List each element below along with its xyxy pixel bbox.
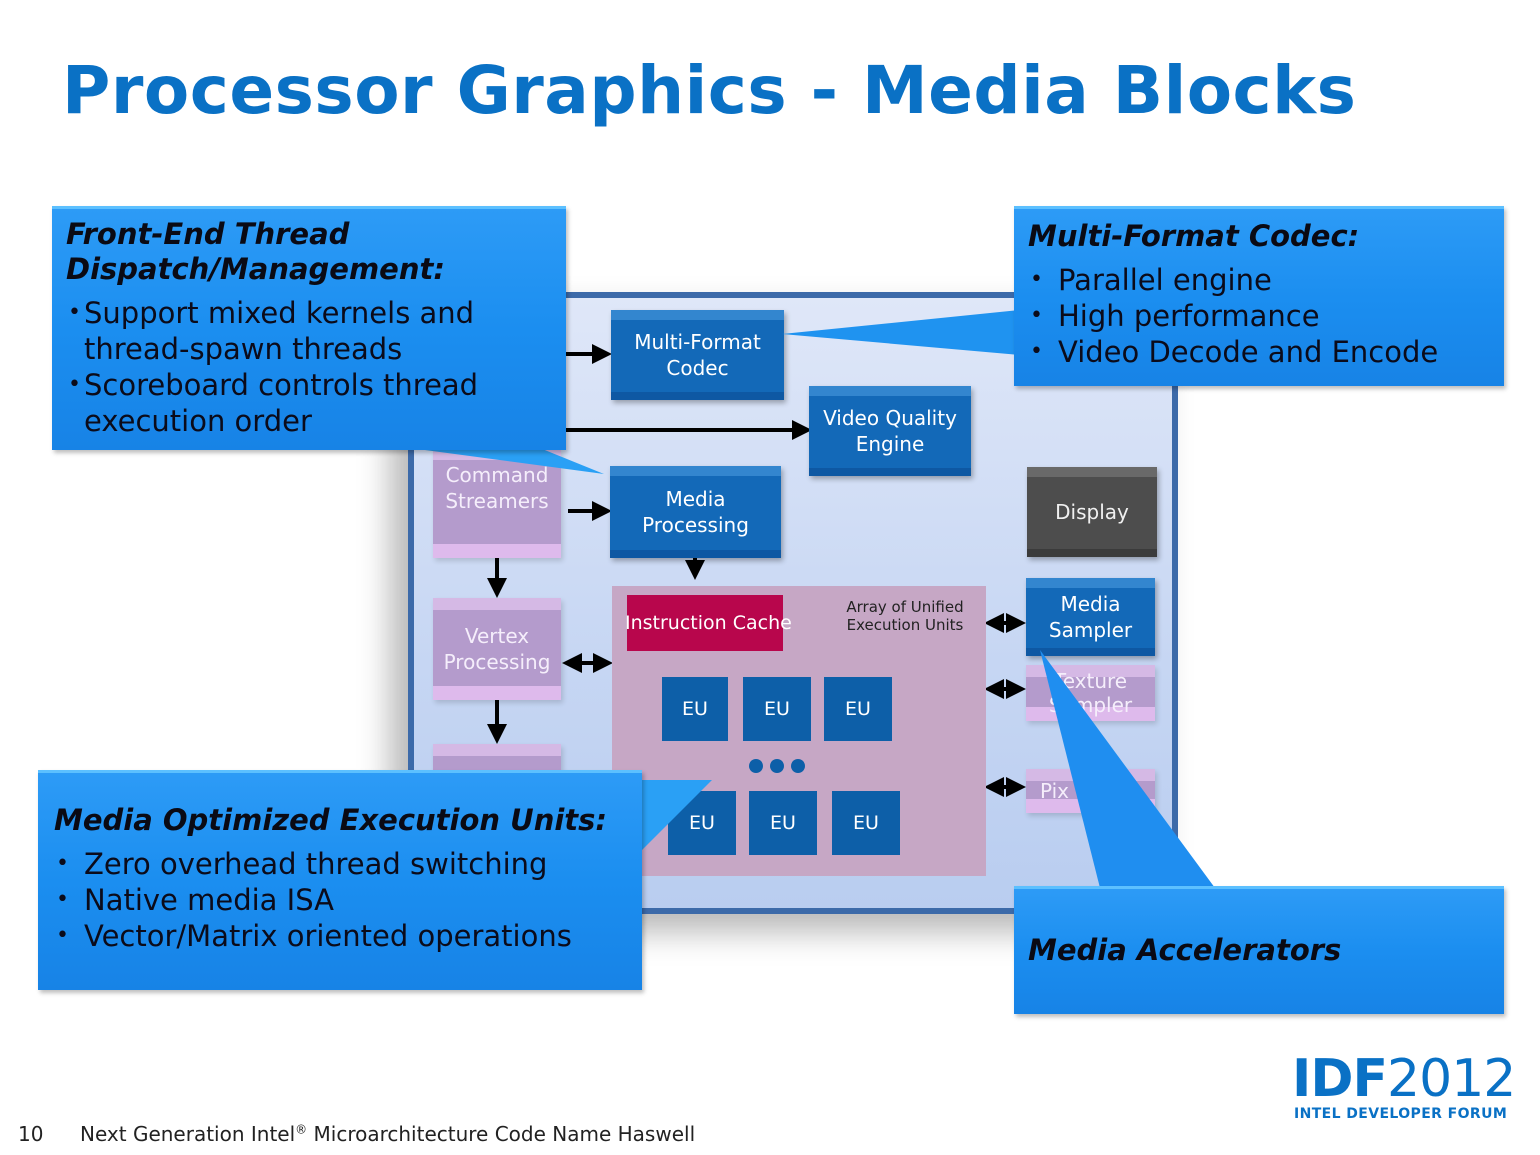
logo-idf: IDF [1292,1049,1388,1109]
footer-text: Next Generation Intel® Microarchitecture… [80,1122,695,1146]
media-accelerators-callout: Media Accelerators [1014,886,1504,1014]
callout-bullet: Scoreboard controls thread execution ord… [66,367,566,439]
eu-block: EU [824,677,892,741]
command-streamers-block: Command Streamers [433,448,561,558]
callout-bullet: Parallel engine [1028,262,1504,298]
page-number: 10 [18,1122,44,1146]
idf-logo-subtitle: INTEL DEVELOPER FORUM [1294,1106,1508,1122]
eu-block: EU [749,791,817,855]
media-optimized-eu-callout: Media Optimized Execution Units: Zero ov… [38,770,642,990]
ellipsis-dot [770,759,784,773]
callout-bullet: High performance [1028,298,1504,334]
callout-bullet: Zero overhead thread switching [54,846,642,882]
media-sampler-block: Media Sampler [1026,578,1155,656]
eu-block: EU [743,677,811,741]
vertex-processing-block: Vertex Processing [433,598,561,700]
ellipsis-dot [791,759,805,773]
eu-array-label: Array of Unified Execution Units [846,598,964,634]
footer-prefix: Next Generation Intel [80,1122,296,1146]
callout-bullet: Video Decode and Encode [1028,334,1504,370]
multi-format-codec-block: Multi-Format Codec [611,310,784,400]
callout-bullet: Native media ISA [54,882,642,918]
callout-title: Front-End Thread Dispatch/Management: [66,217,445,286]
video-quality-engine-block: Video Quality Engine [809,386,971,476]
eu-block: EU [832,791,900,855]
display-block: Display [1027,467,1157,557]
accelerators-pointer [1040,650,1215,888]
instruction-cache-label: Instruction Cache [625,612,792,634]
callout-bullet: Vector/Matrix oriented operations [54,918,642,954]
slide-title: Processor Graphics - Media Blocks [62,52,1357,129]
callout-bullet: Support mixed kernels and thread-spawn t… [66,295,566,367]
callout-title: Media Optimized Execution Units: [54,803,608,837]
footer-suffix: Microarchitecture Code Name Haswell [307,1122,696,1146]
registered-mark: ® [295,1122,308,1137]
callout-title: Media Accelerators [1028,933,1342,967]
ellipsis-dot [749,759,763,773]
instruction-cache: Instruction Cache [625,595,792,651]
media-processing-block: Media Processing [610,466,781,558]
multi-format-codec-callout: Multi-Format Codec: Parallel engine High… [1014,206,1504,386]
eu-pointer [600,780,712,850]
eu-block: EU [662,677,728,741]
callout-title: Multi-Format Codec: [1028,219,1360,253]
front-end-dispatch-callout: Front-End Thread Dispatch/Management: Su… [52,206,566,450]
codec-pointer [782,310,1020,355]
logo-year: 2012 [1387,1049,1516,1109]
idf-logo: IDF2012 [1292,1049,1516,1109]
